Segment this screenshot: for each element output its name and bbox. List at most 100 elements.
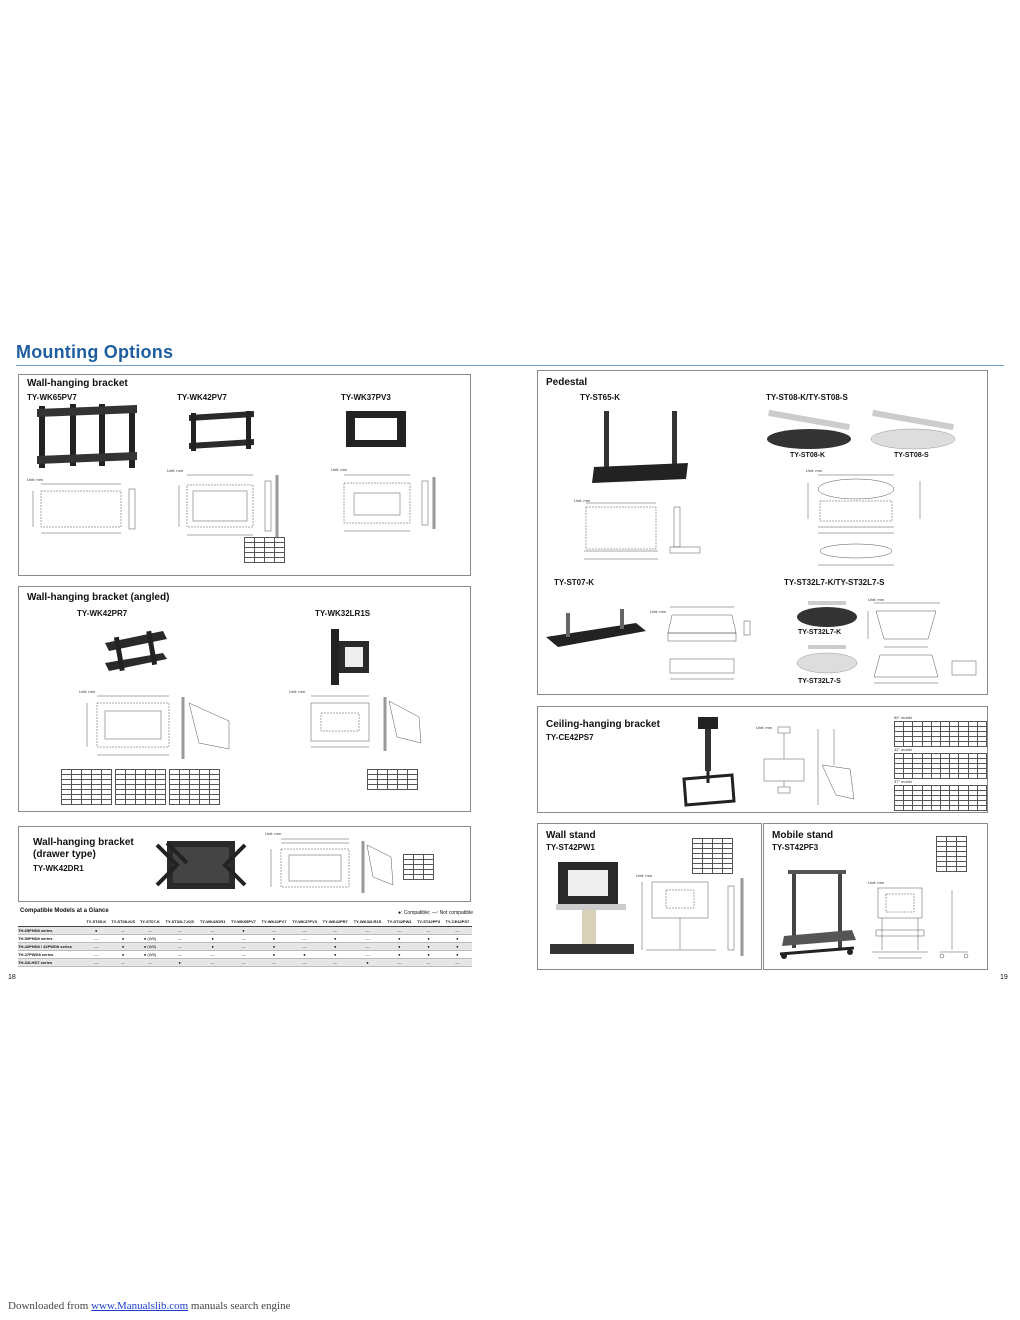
dimension-table — [115, 769, 166, 805]
dimension-drawing — [178, 474, 279, 537]
dimension-drawing — [584, 502, 701, 560]
compat-column-header: TY-CE42PS7 — [442, 916, 472, 927]
compat-cell: ● — [228, 926, 259, 935]
model-ty-st42pw1: TY-ST42PW1 — [546, 843, 595, 852]
compat-column-header: TY-ST65-K — [83, 916, 109, 927]
compat-cell: ● — [197, 934, 229, 943]
mobile-stand-panel: Mobile stand TY-ST42PF3 Unit: mm — [763, 823, 988, 970]
caption-ty-st08-s: TY-ST08-S — [894, 452, 929, 459]
compat-row-label: TH-32LHD7 series — [18, 958, 84, 967]
compat-cell: — — [350, 950, 385, 959]
compat-cell: ● — [414, 934, 443, 943]
footer-link[interactable]: www.Manualslib.com — [91, 1300, 189, 1312]
compat-cell: — — [319, 926, 351, 935]
caption-ty-st32l7-k: TY-ST32L7-K — [798, 629, 842, 636]
drawer-heading-line1: Wall-hanging bracket — [33, 837, 134, 848]
compat-column-header: TY-WK32LR1S — [350, 916, 385, 927]
compat-cell: — — [228, 950, 259, 959]
compat-cell: — — [83, 958, 109, 967]
compat-cell: ● — [319, 934, 351, 943]
compat-cell: — — [414, 926, 443, 935]
compat-cell: — — [289, 926, 320, 935]
dimension-drawing — [86, 695, 230, 759]
model-ty-wk65pv7: TY-WK65PV7 — [27, 393, 77, 402]
compat-cell: — — [108, 926, 138, 935]
bracket-42pr7-image — [105, 630, 167, 672]
compat-cell: ● — [83, 926, 109, 935]
page-number-left: 18 — [8, 974, 16, 981]
compat-title: Compatible Models at a Glance — [20, 908, 109, 914]
model-ty-wk42dr1: TY-WK42DR1 — [33, 864, 84, 873]
pedestal-panel: Pedestal TY-ST65-K TY-ST08-K/TY-ST08-S T… — [537, 370, 988, 695]
bracket-drawer-image — [155, 841, 247, 889]
model-ty-wk42pv7: TY-WK42PV7 — [177, 393, 227, 402]
mobile-stand-image — [779, 870, 856, 959]
compat-column-header: TY-ST07-K — [137, 916, 163, 927]
unit-label: Unit: mm — [27, 477, 43, 482]
ceiling-panel: Ceiling-hanging bracket TY-CE42PS7 Unit:… — [537, 706, 988, 813]
dimension-drawing — [872, 887, 969, 959]
compat-column-header: TY-WK37PV3 — [289, 916, 320, 927]
unit-label: Unit: mm — [574, 498, 590, 503]
pedestal-st07-image — [546, 609, 646, 647]
unit-label: Unit: mm — [79, 689, 95, 694]
compat-cell: — — [228, 942, 259, 951]
dimension-drawing — [667, 606, 751, 680]
pedestal-st08k-image — [767, 409, 851, 449]
bracket-65-image — [37, 404, 137, 468]
compat-legend: ●: Compatible; —: Not compatible — [398, 910, 473, 916]
ceiling-table-label-37: 37" model — [894, 779, 912, 784]
wall-stand-panel: Wall stand TY-ST42PW1 Unit: mm — [537, 823, 762, 970]
unit-label: Unit: mm — [636, 873, 652, 878]
compat-cell: — — [350, 934, 385, 943]
page-number-right: 19 — [1000, 974, 1008, 981]
compat-cell: ● (W8) — [137, 950, 163, 959]
unit-label: Unit: mm — [756, 725, 772, 730]
wall-stand-image — [550, 862, 634, 954]
footer-prefix: Downloaded from — [8, 1300, 92, 1312]
mobile-stand-heading: Mobile stand — [772, 830, 834, 841]
compat-cell: ● — [319, 942, 351, 951]
compat-column-header: TY-ST42PF3 — [414, 916, 443, 927]
dimension-table — [692, 838, 733, 874]
compat-cell: — — [258, 958, 290, 967]
compat-cell: — — [442, 926, 472, 935]
dimension-drawing — [763, 726, 855, 805]
caption-ty-st32l7-s: TY-ST32L7-S — [798, 678, 841, 685]
unit-label: Unit: mm — [806, 468, 822, 473]
compat-cell: — — [228, 958, 259, 967]
compat-cell: — — [384, 926, 415, 935]
compat-column-header: TY-WK42DR1 — [197, 916, 229, 927]
compat-cell: — — [319, 958, 351, 967]
model-ty-wk42pr7: TY-WK42PR7 — [77, 609, 128, 618]
compat-corner — [18, 916, 84, 927]
compat-row: TH-65PHD8 series●————●——————— — [18, 926, 472, 935]
compat-cell: ● — [414, 950, 443, 959]
compat-cell: — — [162, 950, 198, 959]
dimension-drawing — [807, 474, 921, 566]
compat-row-label: TH-37PWD8 series — [18, 950, 84, 959]
compat-row: TH-37PWD8 series—●● (W8)———●●●—●●● — [18, 950, 472, 959]
compat-row: TH-50PHD8 series—●● (W8)—●—●—●—●●● — [18, 934, 472, 943]
compat-cell: ● — [108, 942, 138, 951]
dimension-drawing — [270, 838, 394, 893]
unit-label: Unit: mm — [265, 831, 281, 836]
ceiling-table-label-42: 42" model — [894, 747, 912, 752]
compat-cell: ● — [442, 942, 472, 951]
compat-cell: — — [197, 950, 229, 959]
compat-row: TH-42PHD8 / 42PWD8 series—●● (W8)—●—●—●—… — [18, 942, 472, 951]
model-ty-st08: TY-ST08-K/TY-ST08-S — [766, 393, 848, 402]
dimension-table — [244, 537, 285, 563]
compat-column-header: TY-WK42PR7 — [319, 916, 351, 927]
wall-hanging-panel: Wall-hanging bracket TY-WK65PV7 TY-WK42P… — [18, 374, 471, 576]
compat-cell: — — [442, 958, 472, 967]
compat-cell: — — [197, 926, 229, 935]
compat-cell: ● — [258, 934, 290, 943]
compat-cell: ● — [414, 942, 443, 951]
compat-cell: ● — [384, 934, 415, 943]
compat-cell: ● (W8) — [137, 942, 163, 951]
title-rule — [16, 365, 1004, 366]
pedestal-st65-image — [592, 411, 688, 483]
compat-cell: ● — [384, 950, 415, 959]
